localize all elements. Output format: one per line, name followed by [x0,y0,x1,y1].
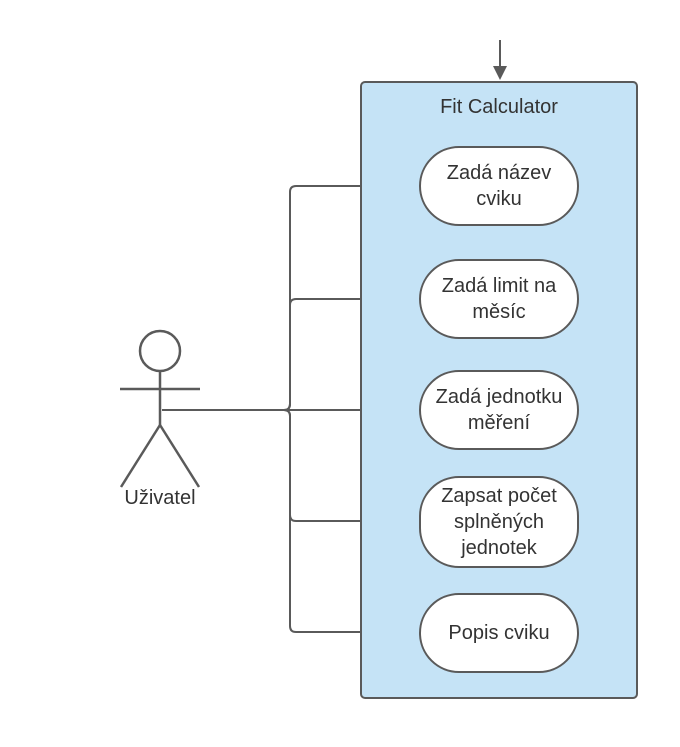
use-case-label: Zadá název cviku [446,162,552,210]
use-case-label: Zapsat počet splněných jednotek [441,485,557,559]
actor-right-leg [158,424,201,488]
use-case-zapsat-pocet: Zapsat počet splněných jednotek [419,476,579,568]
use-case-label: Popis cviku [448,622,550,644]
use-case-label: Zadá limit na měsíc [441,275,557,323]
actor-left-leg [119,424,162,488]
actor-label: Uživatel [124,487,196,509]
actor-head [138,329,182,373]
use-case-label: Zadá jednotku měření [435,386,563,434]
entry-arrow-head [493,66,507,80]
use-case-zada-limit: Zadá limit na měsíc [419,259,579,339]
use-case-zada-jednotku: Zadá jednotku měření [419,370,579,450]
association-lines [162,185,419,633]
association-line-5 [162,409,419,633]
use-case-zada-nazev-cviku: Zadá název cviku [419,146,579,226]
use-case-popis-cviku: Popis cviku [419,593,579,673]
system-title: Fit Calculator [440,96,558,118]
actor-figure [119,329,201,488]
